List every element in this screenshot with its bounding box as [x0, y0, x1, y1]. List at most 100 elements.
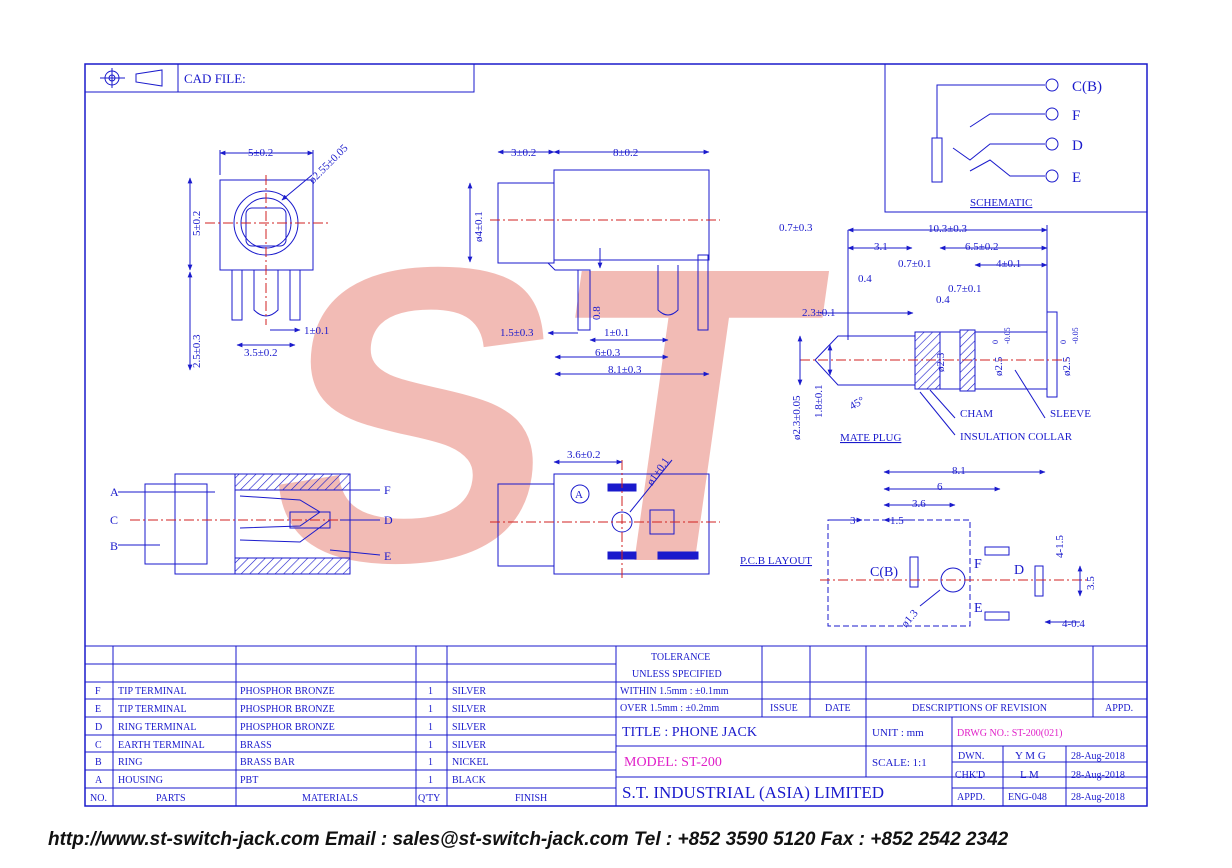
pcb-layout-title: P.C.B LAYOUT	[740, 555, 812, 567]
part-material: BRASS	[240, 740, 272, 751]
part-finish: SILVER	[452, 722, 486, 733]
schematic	[884, 63, 1148, 213]
callout-cham: CHAM	[960, 408, 993, 420]
dim-plug-2-3: 2.3±0.1	[802, 307, 836, 319]
parts-header-material: MATERIALS	[302, 793, 358, 804]
part-no: F	[95, 686, 101, 697]
chkd-date: 28-Aug-2018	[1071, 770, 1125, 781]
dim-plug-total: 10.3±0.3	[928, 223, 968, 235]
dwn-label: DWN.	[958, 751, 984, 762]
bottom-label-f: F	[384, 483, 391, 497]
unit-label: UNIT : mm	[872, 727, 924, 739]
dim-plug-ring-tol-upper: 0	[991, 340, 1000, 344]
revision-date: DATE	[825, 703, 851, 714]
mate-plug-title: MATE PLUG	[840, 432, 901, 444]
part-no: C	[95, 740, 102, 751]
pcb-pad-cb: C(B)	[870, 565, 898, 580]
part-name: TIP TERMINAL	[118, 686, 187, 697]
schematic-label-d: D	[1072, 138, 1083, 154]
appd-date: 28-Aug-2018	[1071, 792, 1125, 803]
part-name: RING TERMINAL	[118, 722, 196, 733]
dim-pcb-side-offset: 3.6±0.2	[567, 449, 601, 461]
appd-by: ENG-048	[1008, 792, 1047, 803]
part-no: E	[95, 704, 101, 715]
svg-text:ST: ST	[244, 181, 847, 650]
part-name: RING	[118, 757, 142, 768]
dim-plug-dia-tip: ø2.3±0.05	[791, 395, 803, 440]
dim-pcb-8-1: 8.1	[952, 465, 966, 477]
cad-file-header	[84, 63, 475, 93]
pcb-side-view	[490, 459, 720, 580]
part-finish: SILVER	[452, 704, 486, 715]
scale-label: SCALE: 1:1	[872, 757, 927, 769]
parts-header-no: NO.	[90, 793, 107, 804]
tolerance-over: OVER 1.5mm : ±0.2mm	[620, 703, 719, 714]
dim-side-front: 3±0.2	[511, 147, 536, 159]
dim-side-body: 8±0.2	[613, 147, 638, 159]
part-name: HOUSING	[118, 775, 163, 786]
dim-plug-0-4a: 0.4	[858, 273, 872, 285]
front-view	[187, 150, 330, 371]
revision-appd: APPD.	[1105, 703, 1133, 714]
dim-side-pin: 1±0.1	[604, 327, 629, 339]
dim-pcb-3-5: 3.5	[1085, 576, 1097, 590]
dim-pcb-3: 3	[850, 515, 856, 527]
dim-pcb-4-0-4: 4-0.4	[1062, 618, 1085, 630]
parts-table: F TIP TERMINAL PHOSPHOR BRONZE 1 SILVER …	[90, 686, 547, 804]
mate-plug-view	[797, 225, 1070, 436]
part-no: D	[95, 722, 102, 733]
schematic-title: SCHEMATIC	[970, 197, 1032, 209]
part-qty: 1	[428, 775, 433, 786]
dim-side-spacing: 6±0.3	[595, 347, 621, 359]
tolerance-within: WITHIN 1.5mm : ±0.1mm	[620, 686, 729, 697]
dim-plug-ring-tol-lower: -0.05	[1003, 327, 1012, 344]
part-finish: BLACK	[452, 775, 487, 786]
chkd-label: CHK'D	[955, 770, 985, 781]
dim-pcb-hole: ø1.3	[899, 607, 921, 630]
bottom-label-c: C	[110, 513, 118, 527]
part-material: PHOSPHOR BRONZE	[240, 686, 335, 697]
bottom-label-b: B	[110, 539, 118, 553]
part-material: PHOSPHOR BRONZE	[240, 722, 335, 733]
parts-header-part: PARTS	[156, 793, 186, 804]
dim-pcb-1-5: 1.5	[890, 515, 904, 527]
tolerance-header: TOLERANCE	[651, 652, 710, 663]
part-finish: NICKEL	[452, 757, 489, 768]
part-qty: 1	[428, 686, 433, 697]
dim-pcb-6: 6	[937, 481, 943, 493]
schematic-label-cb: C(B)	[1072, 79, 1102, 95]
st-watermark: ST	[244, 181, 847, 650]
dim-plug-4: 4±0.1	[996, 258, 1021, 270]
side-view	[467, 149, 720, 377]
appd-label: APPD.	[957, 792, 985, 803]
dim-plug-tip: 0.7±0.3	[779, 222, 813, 234]
pcb-marker-a: A	[575, 489, 583, 501]
dwn-by: Y M G	[1015, 750, 1046, 762]
dim-side-total: 8.1±0.3	[608, 364, 642, 376]
dim-front-height: 5±0.2	[191, 211, 203, 236]
part-qty: 1	[428, 722, 433, 733]
dwn-date: 28-Aug-2018	[1071, 751, 1125, 762]
dim-plug-6-5: 6.5±0.2	[965, 241, 999, 253]
drawing-title: TITLE : PHONE JACK	[622, 725, 757, 740]
dim-plug-angle: 45°	[848, 395, 867, 413]
part-material: PHOSPHOR BRONZE	[240, 704, 335, 715]
drawing-number: DRWG NO.: ST-200(021)	[957, 728, 1062, 739]
schematic-label-e: E	[1072, 170, 1081, 186]
part-no: A	[95, 775, 103, 786]
dim-plug-sleeve-tol-lower: -0.05	[1071, 327, 1080, 344]
dim-side-thickness: 0.8	[591, 306, 603, 320]
bottom-view	[118, 473, 381, 575]
company-name: S.T. INDUSTRIAL (ASIA) LIMITED	[622, 783, 884, 802]
chkd-by: L M	[1020, 769, 1039, 781]
part-name: TIP TERMINAL	[118, 704, 187, 715]
part-qty: 1	[428, 757, 433, 768]
part-qty: 1	[428, 704, 433, 715]
dim-pcb-3-6: 3.6	[912, 498, 926, 510]
revision-issue: ISSUE	[770, 703, 798, 714]
dim-front-width: 5±0.2	[248, 147, 273, 159]
part-material: PBT	[240, 775, 258, 786]
dim-plug-sleeve-tol-upper: 0	[1059, 340, 1068, 344]
parts-header-finish: FINISH	[515, 793, 547, 804]
